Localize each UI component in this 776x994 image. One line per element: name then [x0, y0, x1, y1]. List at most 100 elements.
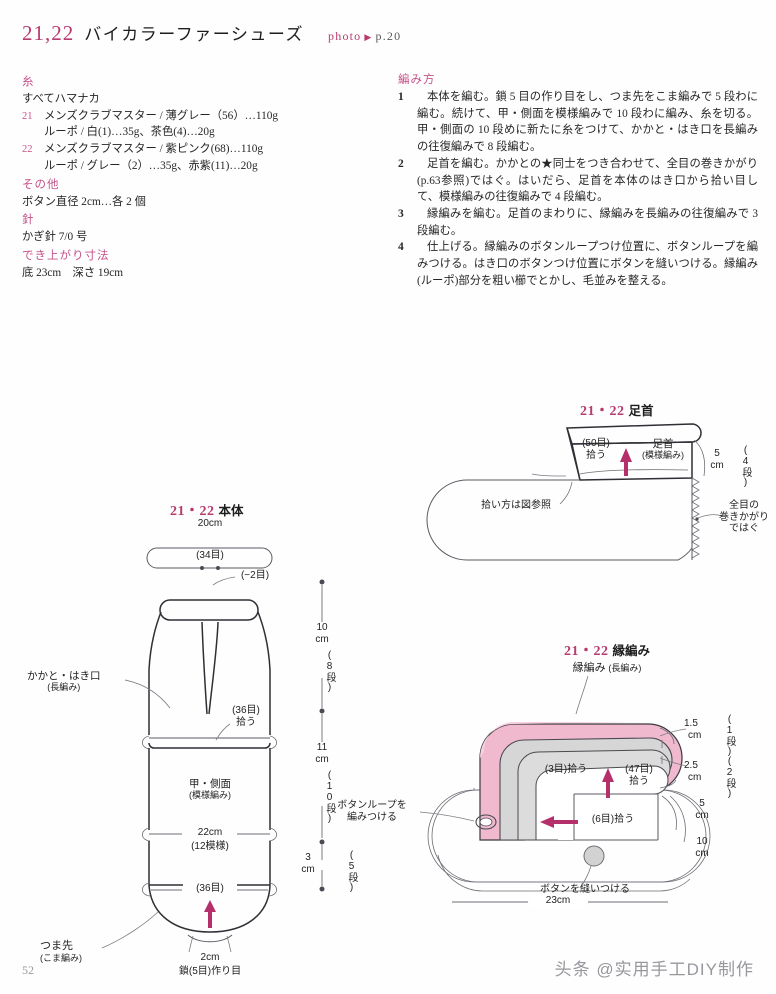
- edge-dim-10: 10 cm: [688, 836, 716, 859]
- yarn-item-line1: メンズクラブマスター / 紫ピンク(68)…110g: [44, 143, 264, 156]
- body-dim-3cm-rows: (5段): [346, 850, 357, 893]
- ankle-dim-5cm-value: 5: [714, 448, 720, 459]
- step-number: 4: [398, 241, 404, 254]
- body-dim-3cm-unit: cm: [301, 863, 315, 875]
- heel-opening-label-line1: かかと・はき口: [27, 670, 101, 682]
- yarn-item: 21 メンズクラブマスター / 薄グレー（56）…110g: [22, 108, 352, 125]
- body-pickup-36-sub: 拾う: [236, 716, 256, 728]
- yarn-item-line2: ルーポ / グレー（2）…35g、赤紫(11)…20g: [44, 159, 258, 172]
- step-number: 2: [398, 157, 404, 170]
- ankle-dim-5cm-unit: cm: [710, 459, 724, 471]
- step-number: 3: [398, 208, 404, 221]
- chain-foundation-text: 鎖(5目)作り目: [178, 966, 242, 977]
- yarn-item: 22 メンズクラブマスター / 紫ピンク(68)…110g: [22, 141, 352, 158]
- seam-note: 全目の 巻きかがり ではぐ: [716, 500, 772, 535]
- edge-pickup-47: (47目) 拾う: [612, 764, 666, 787]
- body-dim-11cm: 11 cm: [305, 742, 339, 765]
- seam-note-line3: ではぐ: [729, 523, 759, 534]
- ankle-dim-5cm: 5 cm: [706, 448, 728, 471]
- body-pickup-36-count: (36目): [232, 705, 260, 716]
- instructions-heading: 編み方: [398, 74, 436, 86]
- watermark: 头条 @实用手工DIY制作: [554, 960, 754, 979]
- body-width-22: 22cm: [183, 827, 237, 839]
- edge-dim-25-value: 2.5: [684, 760, 698, 771]
- edge-label-main: 縁編み: [572, 662, 606, 674]
- ankle-pickup-note: 拾い方は図参照: [481, 500, 551, 511]
- instep-label-line1: 甲・側面: [189, 778, 231, 790]
- edge-dim-15-unit: cm: [688, 729, 702, 741]
- finished-size-heading: でき上がり寸法: [22, 250, 110, 263]
- ankle-pickup-50-sub: 拾う: [586, 449, 606, 461]
- materials-column: 糸 すべてハマナカ 21 メンズクラブマスター / 薄グレー（56）…110g …: [22, 72, 352, 282]
- toe-label: つま先 (こま編み): [40, 940, 82, 963]
- page-title: バイカラーファーシューズ: [84, 25, 305, 44]
- edge-diagram-drawing: [419, 675, 711, 903]
- ankle-pickup-50-count: (50目): [582, 438, 610, 449]
- body-dimension-drawing: [319, 579, 325, 892]
- seam-note-line1: 全目の: [729, 500, 759, 511]
- edge-dim-25-rows: (2段): [724, 756, 735, 799]
- edge-pickup-6: (6目)拾う: [591, 814, 635, 825]
- edge-pickup-47-count: (47目): [625, 764, 653, 775]
- edge-pickup-47-sub: 拾う: [629, 775, 649, 787]
- button-loop-note-line1: ボタンループを: [337, 800, 407, 811]
- photo-reference: photo▶p.20: [328, 29, 401, 44]
- other-text: ボタン直径 2cm…各 2 個: [22, 195, 146, 208]
- yarn-heading: 糸: [22, 76, 35, 88]
- heel-opening-label-line2: (長編み): [47, 682, 81, 693]
- toe-label-line1: つま先: [40, 940, 73, 952]
- instructions-column: 編み方 1 本体を編む。鎖 5 目の作り目をし、つま先をこま編みで 5 段わに編…: [398, 70, 758, 290]
- edge-label-sub: (長編み): [608, 663, 642, 673]
- body-dimension-column: 10 cm (8段) 11 cm (10段) 3 cm (5段): [300, 570, 370, 900]
- other-heading: その他: [22, 178, 60, 191]
- yarn-item-number: 21: [22, 110, 33, 122]
- step-text: 仕上げる。縁編みのボタンループつけ位置に、ボタンループを編みつける。はき口のボタ…: [417, 241, 758, 287]
- ankle-diagram-title-label: 足首: [628, 404, 654, 418]
- edge-dim-25-unit: cm: [688, 771, 702, 783]
- instep-label: 甲・側面 (模様編み): [178, 778, 242, 800]
- page-number: 52: [22, 963, 34, 977]
- page-header: 21,22 バイカラーファーシューズ photo▶p.20: [22, 20, 401, 46]
- triangle-right-icon: ▶: [364, 32, 373, 42]
- edge-dim-10-unit: cm: [695, 847, 709, 859]
- body-dim-10cm: 10 cm: [305, 622, 339, 645]
- header-pattern-number: 21,22: [22, 21, 75, 45]
- body-dim-3cm: 3 cm: [294, 852, 322, 875]
- step-text: 足首を編む。かかとの★同士をつき合わせて、全目の巻きかがり(p.63参照)ではぐ…: [417, 157, 758, 204]
- edge-dim-10-value: 10: [696, 836, 708, 847]
- chain-foundation-width: 2cm: [200, 952, 220, 963]
- edge-pickup-3: (3目)拾う: [544, 764, 588, 775]
- body-top-width: 20cm: [197, 518, 223, 529]
- instruction-step: 4 仕上げる。縁編みのボタンループつけ位置に、ボタンループを編みつける。はき口の…: [398, 239, 758, 289]
- edge-dim-15-rows: (1段): [724, 714, 735, 757]
- body-diagram-title-number: 21・22: [170, 504, 215, 519]
- body-dim-11cm-value: 11: [316, 742, 328, 753]
- body-pickup-36: (36目) 拾う: [222, 705, 270, 728]
- edge-dim-25: 2.5 cm: [684, 760, 710, 783]
- ankle-label: 足首 (模様編み): [632, 438, 694, 460]
- edge-dim-15: 1.5 cm: [684, 718, 710, 741]
- instruction-step: 3 縁編みを編む。足首のまわりに、縁編みを長編みの往復編みで 3 段編む。: [398, 206, 758, 239]
- edge-diagram-title-number: 21・22: [564, 644, 609, 659]
- photo-page: p.20: [375, 29, 402, 43]
- body-dim-10cm-unit: cm: [315, 633, 329, 645]
- ankle-label-line1: 足首: [652, 438, 674, 450]
- edge-bottom-width: 23cm: [530, 895, 586, 907]
- body-dim-10cm-rows: (8段): [324, 650, 335, 693]
- edge-label: 縁編み (長編み): [552, 662, 662, 675]
- ankle-dim-rows: (4段): [740, 445, 751, 488]
- body-pattern-count: (12模様): [191, 841, 229, 852]
- body-dim-3cm-value: 3: [305, 852, 311, 863]
- step-number: 1: [398, 91, 404, 104]
- edge-diagram-title-label: 縁編み: [612, 644, 651, 658]
- body-dim-11cm-rows: (10段): [324, 770, 335, 824]
- button-sew-note: ボタンを縫いつける: [540, 884, 630, 895]
- edge-dim-5: 5 cm: [690, 798, 714, 821]
- step-text: 縁編みを編む。足首のまわりに、縁編みを長編みの往復編みで 3 段編む。: [417, 208, 758, 237]
- body-decrease-note: (−2目): [240, 570, 270, 581]
